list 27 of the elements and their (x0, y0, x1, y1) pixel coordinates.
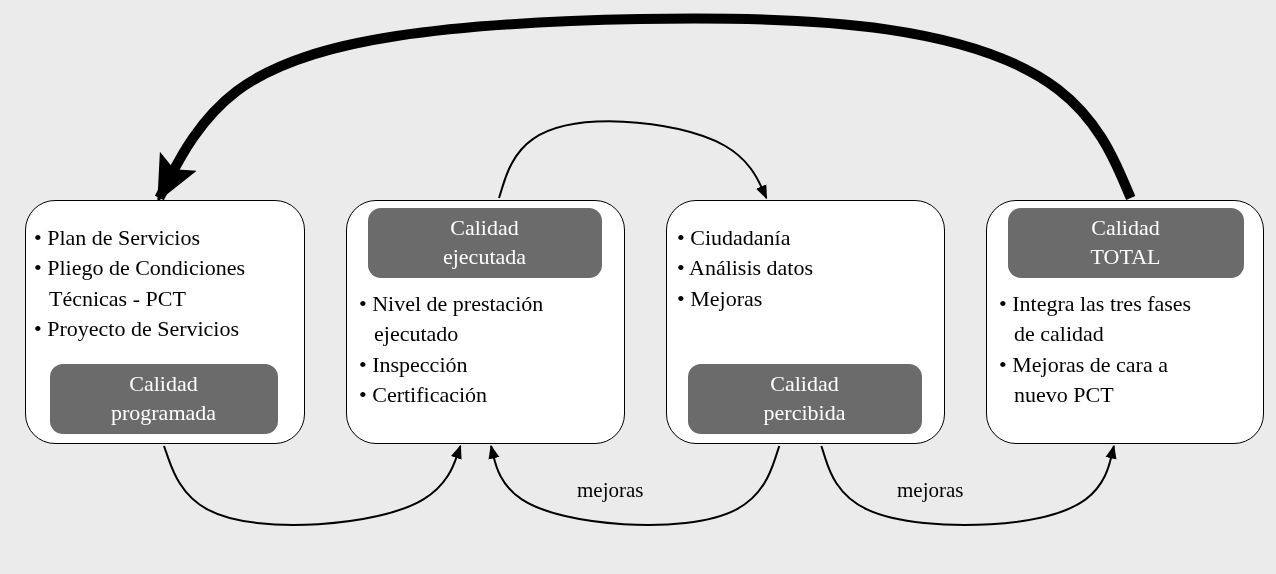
list-item: • Proyecto de Servicios (34, 315, 240, 344)
stage-label (1007, 207, 1244, 278)
stage-title: Calidad percibida (762, 369, 847, 427)
stage-box (346, 200, 625, 444)
list-item: • Nivel de prestación ejecutado (359, 290, 545, 349)
arrow (488, 444, 781, 526)
list-item: • Mejoras (677, 284, 764, 313)
stage-label (687, 363, 922, 434)
list-item: • Ciudadanía (677, 224, 792, 252)
list-item: • Integra las tres fases de calidad (999, 290, 1193, 349)
arrow (163, 444, 462, 526)
stage-box (25, 200, 305, 444)
list-item: • Mejoras de cara a nuevo PCT (999, 350, 1169, 410)
stage-label (49, 363, 278, 434)
list-item: • Plan de Servicios (34, 224, 200, 252)
list-item: • Pliego de Condiciones Técnicas - PCT (34, 254, 247, 313)
arrow (498, 120, 768, 200)
stage-label (367, 207, 602, 278)
arrow (820, 444, 1117, 526)
list-item: • Inspección (359, 350, 469, 379)
stage-box (666, 200, 945, 444)
stage-title: Calidad TOTAL (1089, 213, 1162, 271)
stage-box (986, 200, 1264, 444)
stage-title: Calidad ejecutada (441, 213, 528, 271)
stage-title: Calidad programada (109, 369, 218, 427)
list-item: • Certificación (359, 381, 489, 410)
list-item: • Análisis datos (677, 254, 814, 283)
